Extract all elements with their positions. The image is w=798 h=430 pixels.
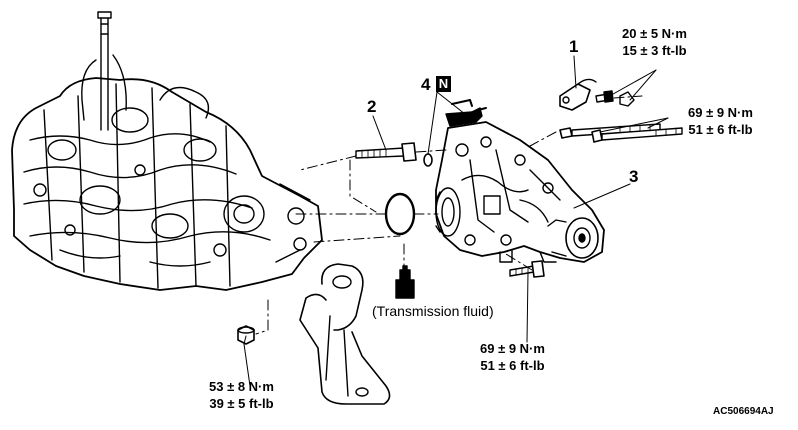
transfer-case bbox=[435, 121, 605, 263]
replace-part-mark: N bbox=[436, 76, 451, 92]
torque-nm: 53 ± 8 N·m bbox=[209, 379, 274, 394]
transaxle-assembly bbox=[11, 11, 323, 291]
mount-nut bbox=[237, 325, 255, 345]
o-ring bbox=[384, 192, 416, 236]
bolt-2 bbox=[355, 142, 417, 162]
fluid-bottle bbox=[395, 265, 415, 299]
torque-ftlb: 15 ± 3 ft-lb bbox=[622, 43, 687, 58]
torque-ftlb: 51 ± 6 ft-lb bbox=[688, 122, 753, 137]
torque-spec-lower-bolt: 69 ± 9 N·m 51 ± 6 ft-lb bbox=[480, 340, 545, 374]
long-bolts bbox=[559, 123, 683, 143]
lower-bolt bbox=[509, 260, 545, 278]
callout-2: 2 bbox=[367, 97, 377, 116]
torque-spec-long-bolts: 69 ± 9 N·m 51 ± 6 ft-lb bbox=[688, 104, 753, 138]
callout-1: 1 bbox=[569, 37, 579, 56]
torque-spec-bracket-bolts: 20 ± 5 N·m 15 ± 3 ft-lb bbox=[622, 25, 687, 59]
seal-4 bbox=[423, 153, 433, 167]
callout-3: 3 bbox=[629, 167, 639, 186]
torque-ftlb: 51 ± 6 ft-lb bbox=[480, 358, 545, 373]
torque-spec-mount-nut: 53 ± 8 N·m 39 ± 5 ft-lb bbox=[209, 378, 274, 412]
torque-nm: 69 ± 9 N·m bbox=[688, 105, 753, 120]
alignment-lines bbox=[255, 95, 643, 335]
callout-4: 4 bbox=[421, 75, 431, 94]
torque-nm: 69 ± 9 N·m bbox=[480, 341, 545, 356]
leader-lines bbox=[243, 55, 669, 387]
bracket-1 bbox=[559, 78, 635, 111]
mount-bracket bbox=[299, 263, 391, 405]
fluid-label: (Transmission fluid) bbox=[372, 303, 494, 319]
torque-nm: 20 ± 5 N·m bbox=[622, 26, 687, 41]
figure-code: AC506694AJ bbox=[713, 406, 774, 417]
torque-ftlb: 39 ± 5 ft-lb bbox=[209, 396, 274, 411]
